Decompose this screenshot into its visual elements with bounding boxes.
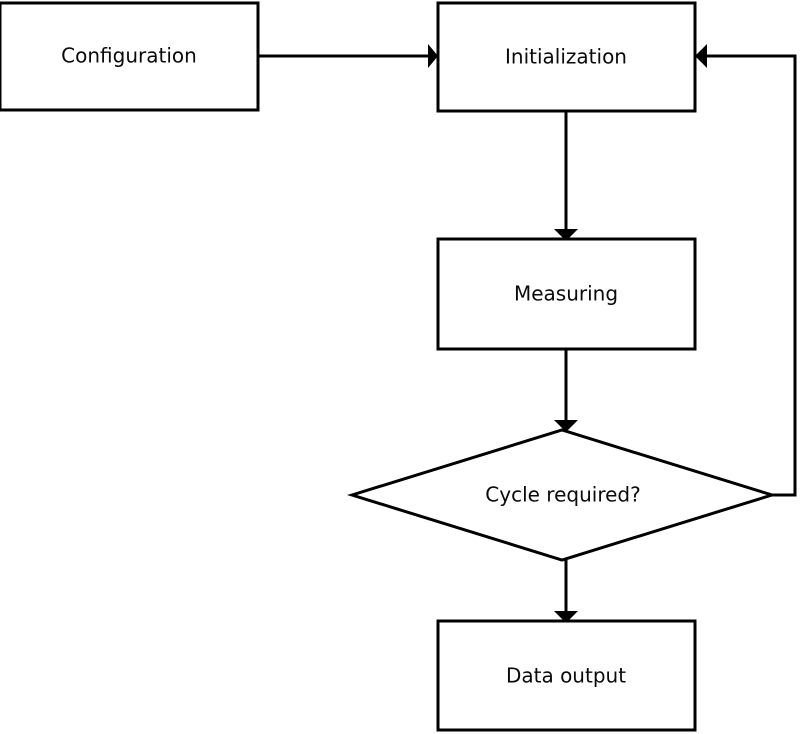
edge-cycle-required-to-data-output: [554, 560, 578, 623]
node-cycle-required-diamond[interactable]: [346, 428, 778, 562]
node-measuring[interactable]: Measuring: [436, 237, 697, 351]
edge-initialization-to-measuring: [554, 111, 578, 241]
edge-cycle-required-to-initialization-feedback: [695, 44, 797, 497]
node-initialization[interactable]: Initialization: [436, 1, 697, 113]
arrow-head-icon: [554, 611, 578, 623]
arrow-head-icon: [554, 420, 578, 432]
node-initialization-box[interactable]: [436, 1, 697, 113]
edge-line: [707, 54, 797, 497]
node-measuring-box[interactable]: [436, 237, 697, 351]
edge-measuring-to-cycle-required: [554, 349, 578, 432]
node-data-output-box[interactable]: [436, 619, 697, 732]
arrow-head-icon: [554, 229, 578, 241]
edge-configuration-to-initialization: [258, 44, 438, 68]
arrow-head-icon: [695, 44, 707, 68]
arrow-head-icon: [428, 44, 438, 68]
node-data-output[interactable]: Data output: [436, 619, 697, 732]
node-configuration-box[interactable]: [0, 1, 260, 112]
node-configuration[interactable]: Configuration: [0, 1, 260, 112]
node-cycle-required[interactable]: Cycle required?: [346, 428, 778, 562]
